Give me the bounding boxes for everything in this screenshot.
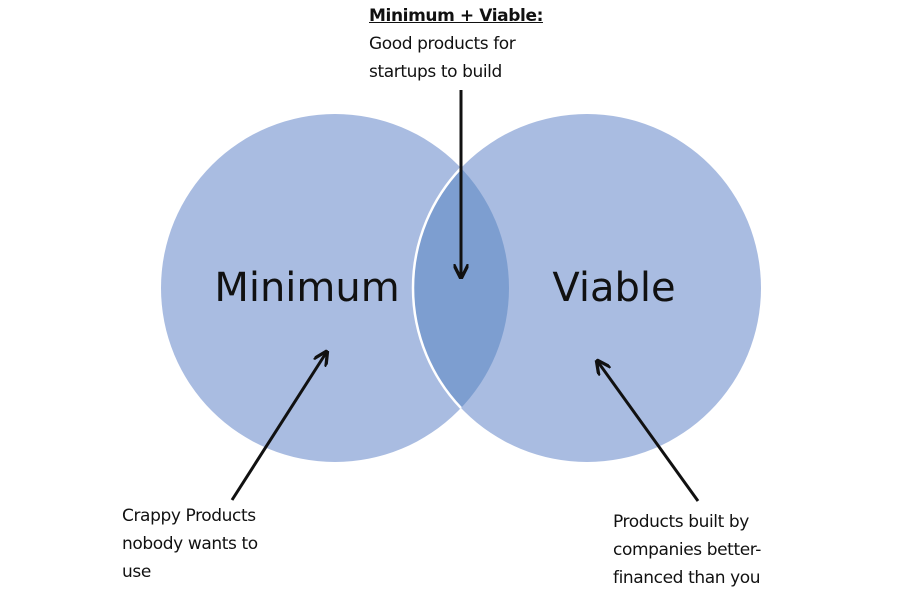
minimum-only-caption: Crappy Products nobody wants to use <box>122 502 258 586</box>
viable-circle <box>413 114 761 462</box>
minimum-caption-line-2: nobody wants to <box>122 534 258 554</box>
intersection-border <box>411 167 462 409</box>
viable-caption-line-2: companies better- <box>613 540 762 560</box>
intersection-line-2: startups to build <box>369 62 502 82</box>
left-arrow-icon <box>230 353 326 501</box>
intersection-heading: Minimum + Viable: <box>369 6 543 26</box>
minimum-label: Minimum <box>214 265 399 311</box>
viable-caption-line-3: financed than you <box>613 568 761 588</box>
minimum-circle <box>161 114 509 462</box>
viable-label: Viable <box>552 265 675 311</box>
minimum-caption-line-3: use <box>122 562 151 582</box>
minimum-caption-line-1: Crappy Products <box>122 506 256 526</box>
intersection-caption: Minimum + Viable: Good products for star… <box>369 2 543 86</box>
right-arrow-icon <box>598 362 700 502</box>
viable-caption-line-1: Products built by <box>613 512 749 532</box>
viable-only-caption: Products built by companies better- fina… <box>613 508 761 592</box>
intersection-line-1: Good products for <box>369 34 516 54</box>
